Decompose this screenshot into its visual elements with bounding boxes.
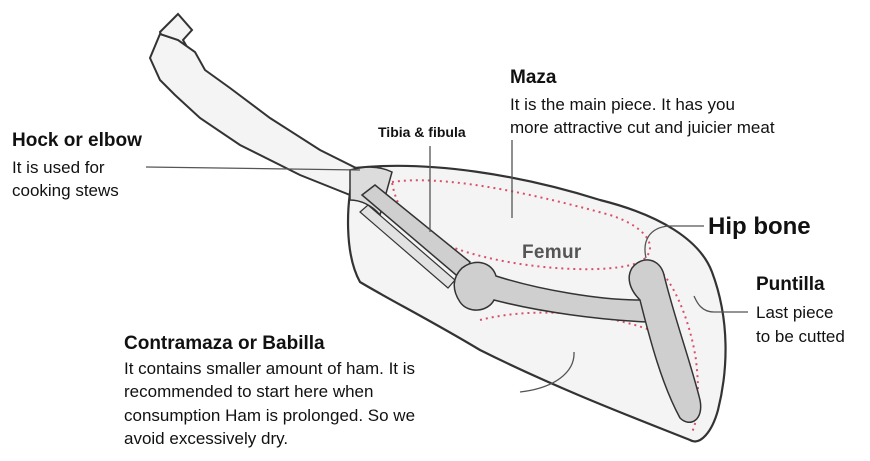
contramaza-desc-line-1: It contains smaller amount of ham. It is bbox=[124, 358, 415, 379]
contramaza-title: Contramaza or Babilla bbox=[124, 332, 325, 356]
hock-desc-line-2: cooking stews bbox=[12, 180, 119, 201]
puntilla-desc-line-2: to be cutted bbox=[756, 326, 845, 347]
contramaza-desc-line-4: avoid excessively dry. bbox=[124, 428, 288, 449]
leg-shank-shape bbox=[150, 34, 360, 195]
puntilla-title: Puntilla bbox=[756, 273, 825, 297]
contramaza-desc-line-2: recommended to start here when bbox=[124, 381, 373, 402]
contramaza-desc-line-3: consumption Ham is prolonged. So we bbox=[124, 405, 415, 426]
tibia-fibula-label: Tibia & fibula bbox=[378, 124, 466, 142]
maza-title: Maza bbox=[510, 66, 556, 90]
hip-bone-label: Hip bone bbox=[708, 212, 811, 242]
puntilla-desc-line-1: Last piece bbox=[756, 302, 834, 323]
femur-label: Femur bbox=[522, 241, 582, 265]
maza-desc-line-1: It is the main piece. It has you bbox=[510, 94, 735, 115]
hock-title: Hock or elbow bbox=[12, 129, 142, 153]
maza-desc-line-2: more attractive cut and juicier meat bbox=[510, 117, 775, 138]
hock-desc-line-1: It is used for bbox=[12, 157, 105, 178]
